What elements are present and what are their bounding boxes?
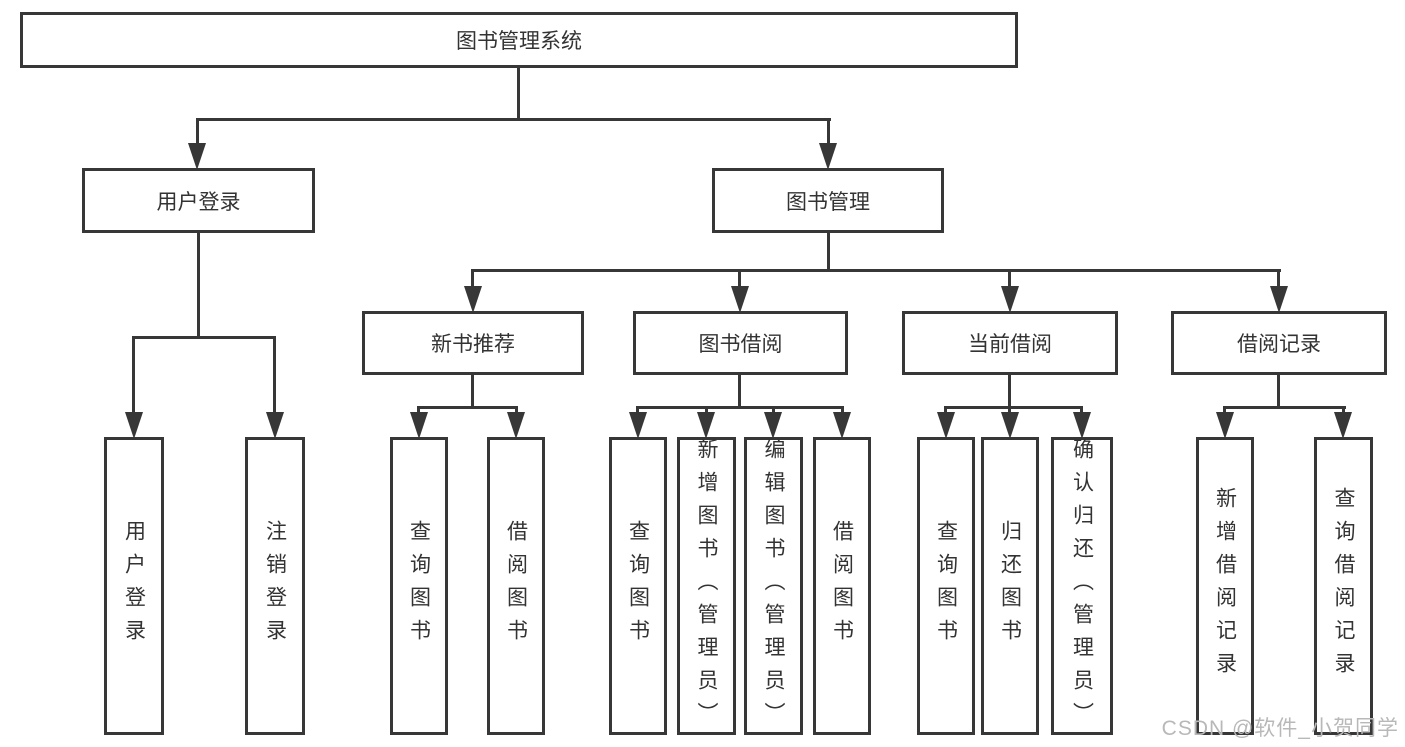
node-label: 借阅记录 xyxy=(1237,333,1321,356)
arrow-down-icon xyxy=(819,143,837,170)
leaf-borrow-borrow-books: 借阅图书 xyxy=(813,437,871,735)
connector-drop xyxy=(1277,269,1280,289)
leaf-records-query-record: 查询借阅记录 xyxy=(1314,437,1373,735)
node-label: 用户登录 xyxy=(156,190,241,214)
leaf-logout: 注销登录 xyxy=(245,437,305,735)
connector-drop xyxy=(841,406,844,415)
arrow-down-icon xyxy=(1073,412,1091,439)
arrow-down-icon xyxy=(1216,412,1234,439)
connector-drop xyxy=(772,406,775,415)
connector-drop xyxy=(132,336,135,416)
arrow-down-icon xyxy=(266,412,284,439)
node-label: 确认归还（管理员） xyxy=(1070,437,1094,735)
connector-borrow-bus xyxy=(636,406,844,409)
leaf-borrow-edit-books-admin: 编辑图书（管理员） xyxy=(744,437,803,735)
node-borrowing-records: 借阅记录 xyxy=(1171,311,1387,375)
arrow-down-icon xyxy=(833,412,851,439)
node-label: 新书推荐 xyxy=(431,333,515,356)
connector-level2-bus xyxy=(471,269,1281,272)
node-new-book-recommendation: 新书推荐 xyxy=(362,311,584,375)
leaf-borrow-add-books-admin: 新增图书（管理员） xyxy=(677,437,736,735)
arrow-down-icon xyxy=(188,143,206,170)
node-label: 查询借阅记录 xyxy=(1332,487,1355,685)
connector-drop xyxy=(738,269,741,289)
arrow-down-icon xyxy=(507,412,525,439)
arrow-down-icon xyxy=(937,412,955,439)
connector-drop xyxy=(515,406,518,415)
node-label: 当前借阅 xyxy=(968,333,1052,356)
node-book-borrowing: 图书借阅 xyxy=(633,311,848,375)
connector-recommend-bus xyxy=(417,406,518,409)
connector-records-stem xyxy=(1277,375,1280,408)
connector-userlogin-bus xyxy=(132,336,276,339)
connector-drop xyxy=(417,406,420,415)
node-label: 归还图书 xyxy=(998,520,1022,652)
connector-drop xyxy=(944,406,947,415)
arrow-down-icon xyxy=(410,412,428,439)
connector-userlogin-stem xyxy=(197,233,200,338)
node-label: 新增图书（管理员） xyxy=(695,437,718,735)
connector-drop xyxy=(1008,269,1011,289)
node-label: 查询图书 xyxy=(934,520,958,652)
arrow-down-icon xyxy=(731,286,749,313)
node-label: 编辑图书（管理员） xyxy=(762,437,785,735)
arrow-down-icon xyxy=(764,412,782,439)
leaf-current-return-books: 归还图书 xyxy=(981,437,1039,735)
arrow-down-icon xyxy=(1001,286,1019,313)
connector-bookmgmt-stem xyxy=(827,233,830,271)
connector-drop xyxy=(705,406,708,415)
node-label: 新增借阅记录 xyxy=(1213,487,1237,685)
node-label: 查询图书 xyxy=(626,520,650,652)
connector-drop xyxy=(1223,406,1226,415)
leaf-records-add-record: 新增借阅记录 xyxy=(1196,437,1254,735)
arrow-down-icon xyxy=(125,412,143,439)
connector-drop xyxy=(827,118,830,148)
arrow-down-icon xyxy=(464,286,482,313)
arrow-down-icon xyxy=(697,412,715,439)
node-label: 借阅图书 xyxy=(504,520,528,652)
connector-root-stem xyxy=(517,68,520,120)
connector-drop xyxy=(196,118,199,148)
node-library-management-system: 图书管理系统 xyxy=(20,12,1018,68)
connector-drop xyxy=(1342,406,1345,415)
node-user-login: 用户登录 xyxy=(82,168,315,233)
leaf-current-confirm-return-admin: 确认归还（管理员） xyxy=(1051,437,1113,735)
connector-borrow-stem xyxy=(738,375,741,408)
node-label: 注销登录 xyxy=(263,520,287,652)
node-label: 查询图书 xyxy=(407,520,431,652)
connector-drop xyxy=(1008,406,1011,415)
leaf-current-query-books: 查询图书 xyxy=(917,437,975,735)
node-label: 借阅图书 xyxy=(830,520,854,652)
leaf-recommend-query-books: 查询图书 xyxy=(390,437,448,735)
arrow-down-icon xyxy=(629,412,647,439)
node-current-borrowing: 当前借阅 xyxy=(902,311,1118,375)
node-label: 图书借阅 xyxy=(698,333,783,356)
connector-recommend-stem xyxy=(471,375,474,408)
connector-level1-bus xyxy=(196,118,831,121)
node-book-management: 图书管理 xyxy=(712,168,944,233)
node-label: 用户登录 xyxy=(122,520,146,652)
node-label: 图书管理系统 xyxy=(456,30,582,53)
arrow-down-icon xyxy=(1334,412,1352,439)
connector-drop xyxy=(636,406,639,415)
watermark: CSDN @软件_小贺同学 xyxy=(1161,717,1399,740)
connector-records-bus xyxy=(1223,406,1346,409)
arrow-down-icon xyxy=(1001,412,1019,439)
leaf-recommend-borrow-books: 借阅图书 xyxy=(487,437,545,735)
connector-drop xyxy=(1080,406,1083,415)
arrow-down-icon xyxy=(1270,286,1288,313)
connector-drop xyxy=(273,336,276,416)
leaf-user-login: 用户登录 xyxy=(104,437,164,735)
connector-current-stem xyxy=(1008,375,1011,408)
connector-drop xyxy=(471,269,474,289)
connector-current-bus xyxy=(944,406,1083,409)
leaf-borrow-query-books: 查询图书 xyxy=(609,437,667,735)
node-label: 图书管理 xyxy=(786,190,870,214)
